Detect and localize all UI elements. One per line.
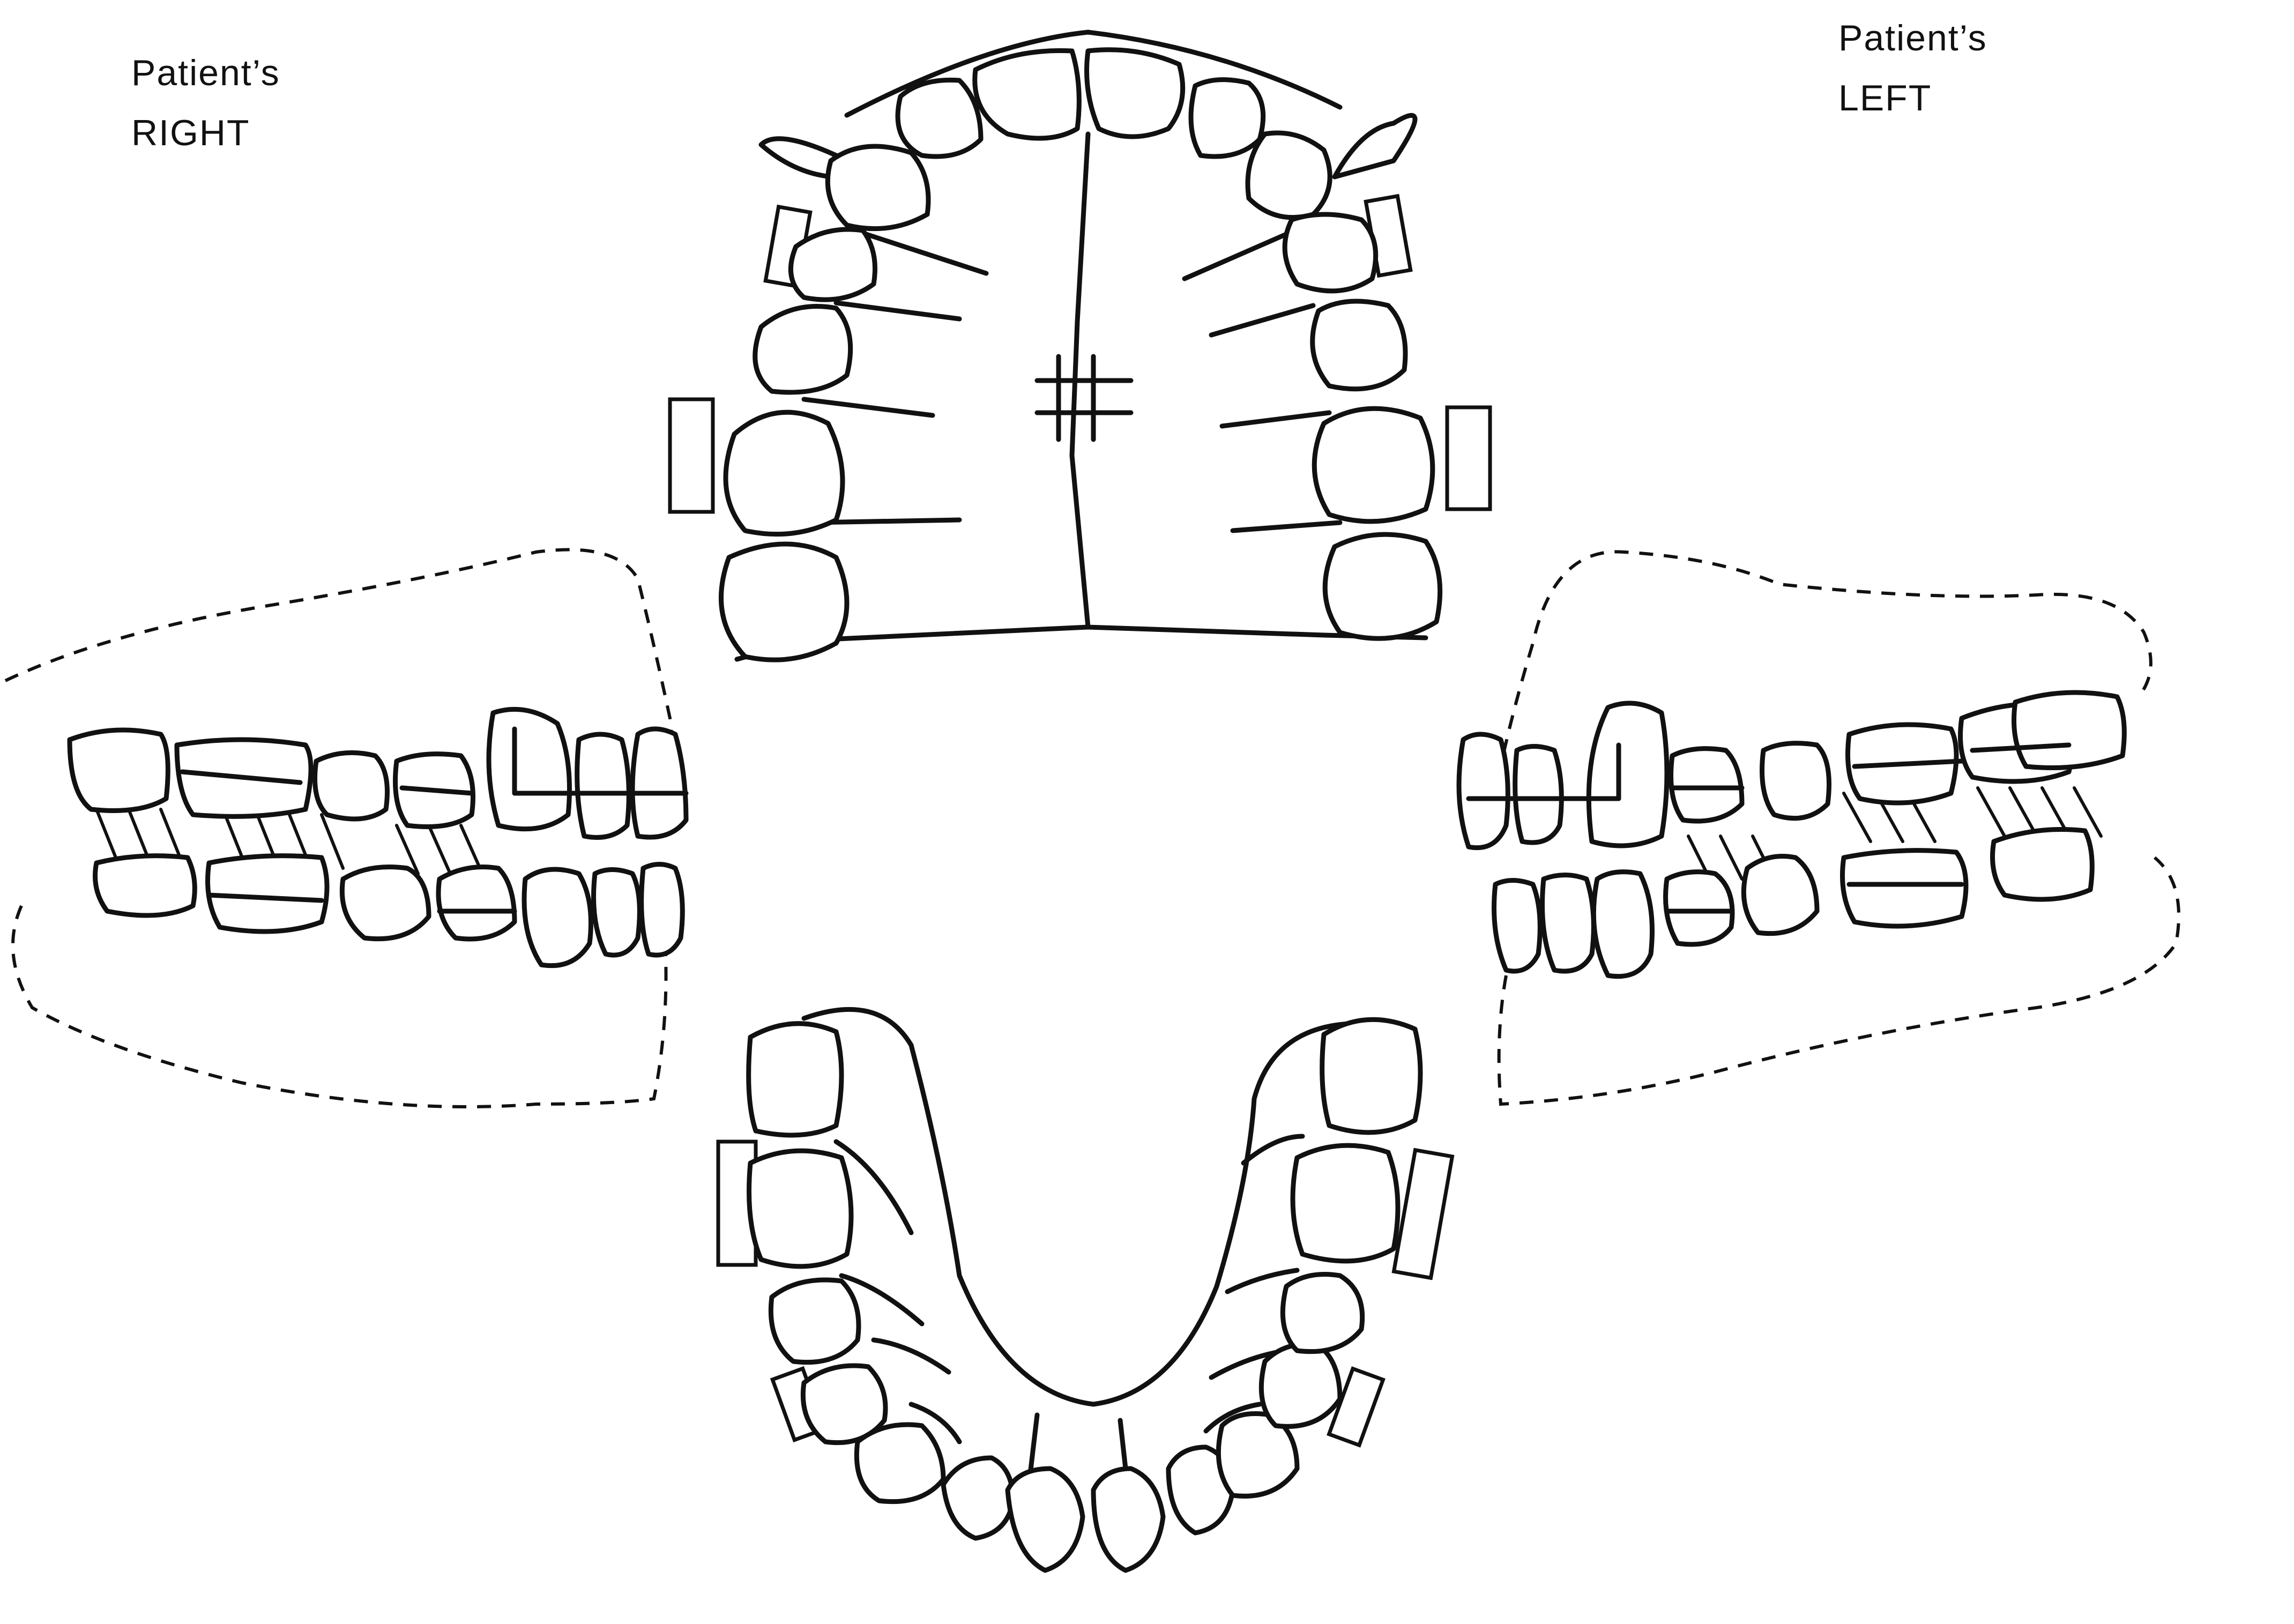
left-lower-molar-2 [1990,827,2095,902]
lower-arch [716,1007,1455,1573]
left-lower-canine [1591,869,1655,979]
patient-right-label-line1: Patient’s [131,53,280,93]
right-upper-premolar-2 [312,750,390,822]
right-lower-buccal-teeth [93,853,685,969]
left-gingiva-upper-outline [1488,550,2153,826]
right-occlusal-hatching [95,808,484,875]
lower-tooth-right-premolar-1 [800,1363,888,1446]
lower-tooth-right-molar-2 [746,1021,844,1138]
lower-tooth-right-molar-1 [747,1148,854,1269]
left-upper-molar-3 [2012,690,2127,770]
upper-tooth-right-molar-1 [723,409,845,537]
lower-tooth-right-canine [854,1422,946,1504]
lower-tooth-left-premolar-2 [1280,1272,1365,1354]
right-upper-lateral-incisor [575,732,631,840]
upper-wing-left [1332,113,1418,180]
upper-tooth-left-canine [1245,130,1332,220]
upper-tooth-left-molar-2 [1322,532,1443,641]
left-lower-molar-1 [1840,848,1969,929]
lower-tooth-right-lateral-incisor [941,1455,1016,1541]
upper-rugae-mark [1034,354,1134,442]
right-lower-lateral-incisor [591,867,642,958]
upper-tooth-right-central-incisor [972,48,1082,141]
lower-tooth-left-molar-1 [1290,1143,1401,1264]
upper-bracket-left-molar [1445,405,1492,511]
right-upper-central-incisor [630,726,689,840]
lower-tooth-right-premolar-2 [768,1277,861,1365]
right-buccal-view [4,548,689,1108]
patient-right-label-line2: RIGHT [131,113,250,154]
lower-bracket-left-molar [1391,1148,1455,1280]
left-upper-canine [1586,701,1670,848]
upper-tooth-left-central-incisor [1084,47,1186,139]
right-lower-molar-2 [205,853,330,934]
upper-tooth-right-canine [825,144,931,232]
left-gingiva-lower-outline [1497,856,2180,1106]
upper-bracket-right-molar [668,397,715,514]
lower-teeth [746,1017,1423,1573]
right-lower-premolar-1 [436,865,517,942]
upper-palatal-lines-right [801,230,989,525]
upper-tooth-left-premolar-2 [1310,299,1408,392]
left-upper-buccal-teeth [1456,690,2127,851]
patient-left-label: Patient’s LEFT [1838,8,1987,128]
patient-left-label-line1: Patient’s [1838,18,1987,58]
lower-tooth-right-central-incisor [1005,1466,1085,1573]
left-lower-premolar-2 [1741,854,1820,936]
left-lower-central-incisor [1492,878,1543,974]
lower-lingual-outline [801,1007,1375,1407]
lower-tooth-left-molar-2 [1320,1017,1423,1135]
right-upper-canine [486,706,572,832]
right-gingiva-lower-outline [11,905,668,1108]
left-buccal-view [1456,550,2180,1106]
upper-tooth-right-premolar-2 [753,304,853,395]
upper-midline [1069,131,1091,630]
right-upper-buccal-teeth [67,706,689,840]
upper-arch [668,29,1492,662]
left-upper-premolar-2 [1760,741,1831,821]
upper-tooth-right-premolar-1 [788,227,877,302]
upper-tooth-right-lateral-incisor [895,77,984,159]
upper-tooth-right-molar-2 [719,541,850,662]
right-gingiva-upper-outline [4,548,674,804]
patient-right-label: Patient’s RIGHT [131,43,280,163]
patient-left-label-line2: LEFT [1838,78,1932,119]
right-lower-central-incisor [639,862,685,958]
left-lower-premolar-1 [1663,869,1735,947]
left-upper-lateral-incisor [1513,744,1564,845]
left-lower-lateral-incisor [1540,873,1596,974]
left-lower-buccal-teeth [1492,827,2095,979]
right-lower-canine [522,867,593,969]
lower-tooth-left-central-incisor [1091,1466,1166,1573]
right-lower-premolar-2 [339,865,431,942]
lower-tooth-left-canine [1216,1411,1300,1499]
upper-tooth-left-premolar-1 [1282,212,1379,294]
right-lower-molar-1 [93,853,197,918]
left-upper-premolar-1 [1669,746,1745,824]
upper-teeth [719,47,1443,662]
left-upper-central-incisor [1456,732,1510,851]
lower-tooth-left-premolar-1 [1258,1342,1343,1429]
upper-tooth-left-lateral-incisor [1188,77,1266,159]
right-upper-molar-2 [67,727,170,813]
upper-tooth-left-molar-1 [1312,406,1435,524]
